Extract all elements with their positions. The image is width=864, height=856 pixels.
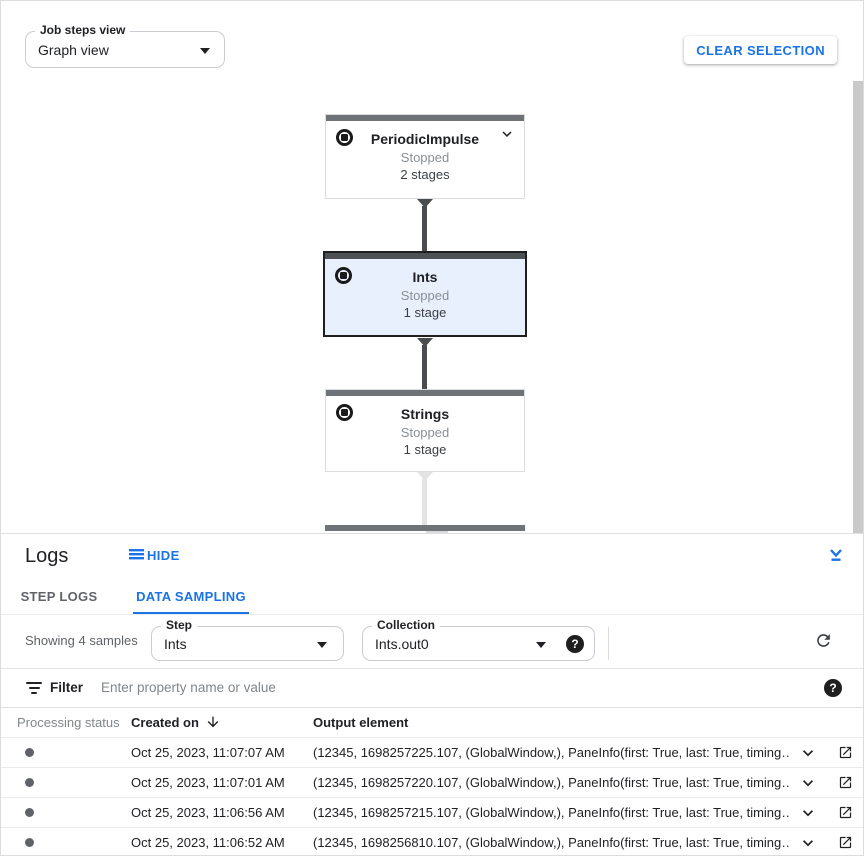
tab-step-logs[interactable]: STEP LOGS	[20, 589, 98, 604]
filter-help-icon[interactable]: ?	[824, 678, 842, 697]
processing-status-dot	[25, 808, 34, 817]
open-in-new-icon[interactable]	[827, 745, 863, 760]
step-select-label: Step	[161, 618, 198, 632]
edge-periodicimpulse-to-ints	[422, 206, 427, 252]
column-header-output-element: Output element	[313, 714, 409, 730]
step-select[interactable]: Step Ints	[151, 618, 344, 661]
column-header-processing-status: Processing status	[17, 714, 120, 730]
graph-vertical-scrollbar[interactable]	[853, 81, 863, 533]
node-title: PeriodicImpulse	[370, 131, 480, 147]
chevron-down-icon	[536, 641, 546, 648]
node-status-bar	[326, 115, 524, 121]
job-steps-view-label: Job steps view	[35, 23, 131, 37]
filter-bar: Filter ?	[1, 668, 863, 708]
node-status-bar	[325, 253, 525, 259]
edge-ints-to-strings	[422, 345, 427, 389]
graph-node-strings[interactable]: Strings Stopped 1 stage	[325, 389, 525, 472]
created-on-cell: Oct 25, 2023, 11:07:07 AM	[131, 745, 285, 760]
node-stages-text: 1 stage	[403, 442, 447, 457]
filter-input[interactable]	[99, 679, 810, 696]
clear-selection-button[interactable]: CLEAR SELECTION	[684, 36, 837, 64]
list-lines-icon	[128, 548, 145, 563]
node-title: Ints	[412, 269, 438, 285]
sample-row[interactable]: Oct 25, 2023, 11:07:07 AM (12345, 169825…	[1, 737, 863, 767]
output-element-cell: (12345, 1698257225.107, (GlobalWindow,),…	[313, 745, 789, 760]
edge-arrow	[417, 472, 433, 481]
processing-status-dot	[25, 748, 34, 757]
data-sampling-toolbar: Showing 4 samples Step Ints Collection I…	[1, 614, 863, 669]
node-title: Strings	[400, 406, 450, 422]
created-on-label: Created on	[131, 714, 199, 730]
chevron-down-icon	[200, 47, 210, 54]
logs-tab-bar: STEP LOGS DATA SAMPLING	[1, 579, 863, 615]
expand-row-chevron-icon[interactable]	[789, 773, 827, 793]
node-status-bar	[326, 390, 524, 396]
edge-strings-to-next	[422, 479, 427, 525]
refresh-icon[interactable]	[814, 631, 833, 650]
samples-table-header: Processing status Created on Output elem…	[1, 707, 863, 737]
sample-row[interactable]: Oct 25, 2023, 11:06:56 AM (12345, 169825…	[1, 797, 863, 827]
output-element-cell: (12345, 1698257220.107, (GlobalWindow,),…	[313, 775, 789, 790]
sample-count-text: Showing 4 samples	[25, 633, 138, 648]
node-status-text: Stopped	[400, 150, 450, 165]
filter-label: Filter	[50, 680, 84, 695]
logs-panel: Logs HIDE STEP LOGS DATA SAMPLING Showin…	[1, 533, 863, 855]
sample-row[interactable]: Oct 25, 2023, 11:06:52 AM (12345, 169825…	[1, 827, 863, 855]
node-stages-text: 2 stages	[400, 167, 450, 182]
sample-row[interactable]: Oct 25, 2023, 11:07:01 AM (12345, 169825…	[1, 767, 863, 797]
logs-panel-title: Logs	[25, 545, 69, 567]
node-status-text: Stopped	[400, 288, 450, 303]
sort-descending-icon	[205, 714, 221, 730]
step-select-value: Ints	[164, 635, 187, 652]
node-status-text: Stopped	[400, 425, 450, 440]
stopped-status-icon	[336, 404, 353, 421]
expand-row-chevron-icon[interactable]	[789, 743, 827, 763]
filter-icon	[25, 681, 43, 694]
graph-node-ints[interactable]: Ints Stopped 1 stage	[323, 251, 527, 337]
output-element-cell: (12345, 1698256810.107, (GlobalWindow,),…	[313, 835, 789, 850]
collection-select[interactable]: Collection Ints.out0 ?	[362, 618, 595, 661]
processing-status-dot	[25, 778, 34, 787]
toolbar-divider	[608, 627, 609, 660]
graph-node-partial-bar	[325, 525, 525, 531]
open-in-new-icon[interactable]	[827, 775, 863, 790]
collapse-panel-icon[interactable]	[828, 546, 844, 563]
tab-data-sampling[interactable]: DATA SAMPLING	[133, 579, 249, 614]
created-on-cell: Oct 25, 2023, 11:06:52 AM	[131, 835, 285, 850]
node-stages-text: 1 stage	[403, 305, 447, 320]
hide-label: HIDE	[147, 548, 180, 563]
hide-logs-button[interactable]: HIDE	[128, 548, 180, 563]
expand-row-chevron-icon[interactable]	[789, 803, 827, 823]
processing-status-dot	[25, 838, 34, 847]
open-in-new-icon[interactable]	[827, 835, 863, 850]
stopped-status-icon	[335, 267, 352, 284]
column-header-created-on[interactable]: Created on	[131, 714, 313, 730]
stopped-status-icon	[336, 129, 353, 146]
open-in-new-icon[interactable]	[827, 805, 863, 820]
edge-arrow	[417, 199, 433, 208]
collection-select-value: Ints.out0	[375, 635, 429, 652]
graph-node-periodicimpulse[interactable]: PeriodicImpulse Stopped 2 stages	[325, 114, 525, 199]
edge-arrow	[417, 338, 433, 347]
chevron-down-icon[interactable]	[498, 125, 516, 143]
job-steps-view-select[interactable]: Job steps view Graph view	[25, 23, 225, 68]
collection-help-icon[interactable]: ?	[566, 634, 584, 653]
expand-row-chevron-icon[interactable]	[789, 833, 827, 853]
job-steps-view-value: Graph view	[38, 41, 109, 58]
created-on-cell: Oct 25, 2023, 11:06:56 AM	[131, 805, 285, 820]
created-on-cell: Oct 25, 2023, 11:07:01 AM	[131, 775, 285, 790]
chevron-down-icon	[317, 641, 327, 648]
output-element-cell: (12345, 1698257215.107, (GlobalWindow,),…	[313, 805, 789, 820]
collection-select-label: Collection	[372, 618, 441, 632]
graph-horizontal-scroll-thumb[interactable]	[426, 531, 448, 534]
